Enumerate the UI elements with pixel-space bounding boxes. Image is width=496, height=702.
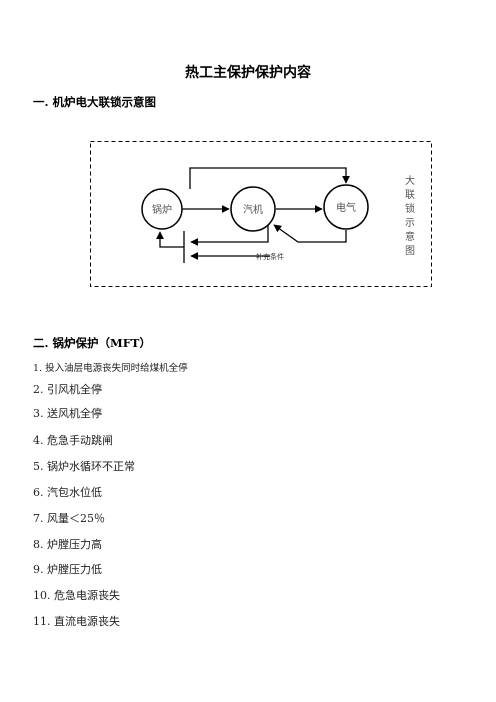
arrow-boiler-to-generator-top (189, 167, 350, 189)
list-item: 10. 危急电源丧失 (33, 589, 120, 602)
interlock-diagram: 锅炉 汽机 电气 补充条件 大 联 锁 示 (90, 141, 432, 287)
turbine-node: 汽机 (230, 186, 276, 232)
list-item: 8. 炉膛压力高 (33, 538, 102, 551)
list-item: 6. 汽包水位低 (33, 486, 102, 499)
side-label: 大 联 锁 示 意 图 (405, 174, 415, 257)
section2-heading: 二. 锅炉保护（MFT） (33, 336, 151, 350)
list-item: 9. 炉膛压力低 (33, 563, 102, 576)
boiler-node: 锅炉 (141, 188, 183, 230)
side-label-char: 锁 (405, 202, 415, 215)
list-item: 1. 投入油层电源丧失同时给煤机全停 (33, 363, 188, 374)
list-item: 7. 风量＜25％ (33, 512, 105, 525)
list-item: 3. 送风机全停 (33, 407, 102, 420)
generator-label: 电气 (336, 201, 356, 214)
side-label-char: 示 (405, 218, 415, 229)
list-item: 5. 锅炉水循环不正常 (33, 460, 135, 473)
generator-node: 电气 (323, 184, 369, 230)
page-title: 热工主保护保护内容 (185, 65, 311, 81)
supplement-label: 补充条件 (256, 252, 284, 261)
list-item: 2. 引风机全停 (33, 383, 102, 396)
boiler-label: 锅炉 (152, 204, 172, 216)
diagram-border (90, 141, 432, 287)
side-label-char: 联 (405, 189, 415, 201)
section1-heading: 一. 机炉电大联锁示意图 (33, 95, 157, 109)
side-label-char: 意 (405, 230, 415, 243)
side-label-char: 图 (405, 245, 415, 257)
list-item: 11. 直流电源丧失 (33, 615, 120, 628)
arrow-junction-to-boiler (156, 231, 184, 248)
turbine-label: 汽机 (243, 203, 263, 216)
side-label-char: 大 (405, 174, 415, 187)
arrow-turbine-to-junction (190, 225, 269, 246)
arrow-generator-to-turbine (273, 224, 347, 243)
list-item: 4. 危急手动跳闸 (33, 434, 113, 447)
